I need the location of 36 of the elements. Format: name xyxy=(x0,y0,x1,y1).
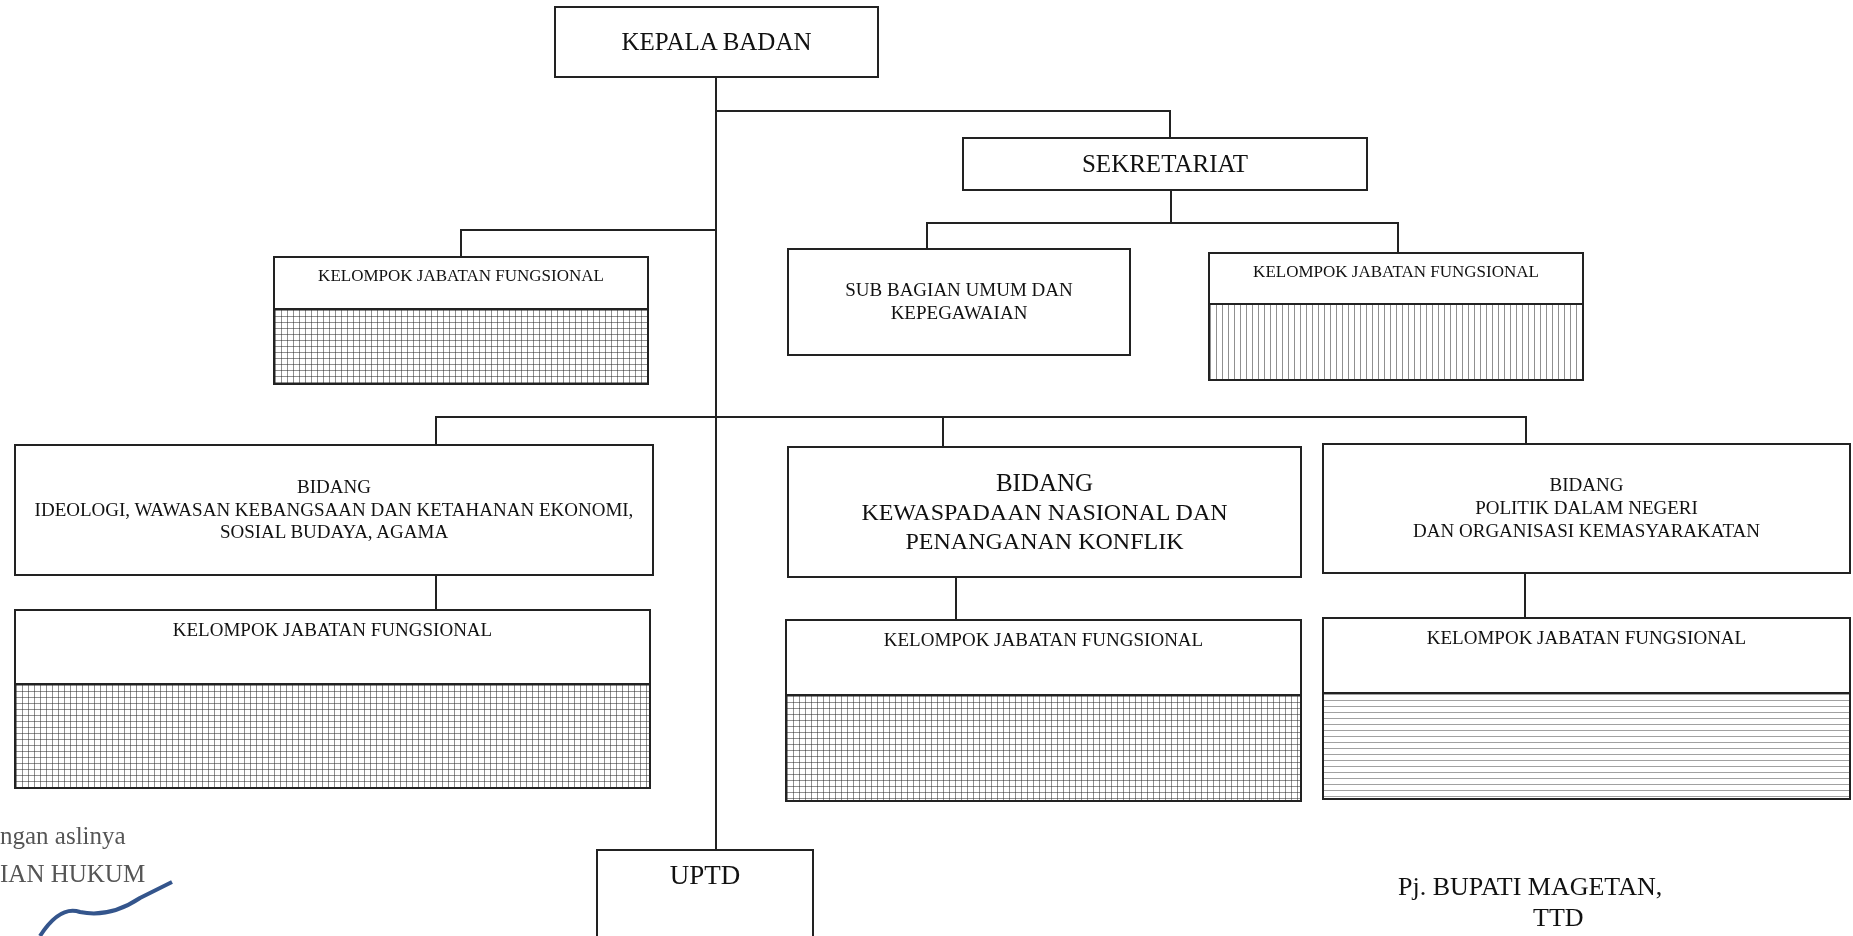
unit-box xyxy=(1322,443,1851,574)
hatched-unit-box xyxy=(1322,617,1851,800)
signature-text: Pj. BUPATI MAGETAN, xyxy=(1398,872,1663,902)
unit-name: BIDANG xyxy=(994,468,1095,499)
unit-name: POLITIK DALAM NEGERI xyxy=(1474,497,1699,520)
unit-name: KELOMPOK JABATAN FUNGSIONAL xyxy=(317,266,605,287)
unit-name: KELOMPOK JABATAN FUNGSIONAL xyxy=(882,629,1205,652)
unit-name: KELOMPOK JABATAN FUNGSIONAL xyxy=(1252,262,1540,283)
unit-name: SEKRETARIAT xyxy=(1080,149,1250,179)
unit-name: BIDANG xyxy=(1548,474,1625,498)
hatched-unit-box xyxy=(14,609,651,789)
unit-box xyxy=(787,248,1131,356)
unit-name: KELOMPOK JABATAN FUNGSIONAL xyxy=(171,619,494,642)
unit-name: KEPALA BADAN xyxy=(620,27,813,57)
unit-name: DAN ORGANISASI KEMASYARAKATAN xyxy=(1412,519,1761,543)
hatched-unit-box xyxy=(273,256,649,385)
hatched-unit-box xyxy=(1208,252,1584,381)
unit-name: UPTD xyxy=(668,859,742,892)
unit-name: IDEOLOGI, WAWASAN KEBANGSAAN DAN KETAHANAN EKONOMI, SOSIAL BUDAYA, AGAMA xyxy=(33,498,635,545)
unit-name: KEWASPADAAN NASIONAL DAN PENANGANAN KONFLIK xyxy=(860,498,1229,556)
unit-name: KELOMPOK JABATAN FUNGSIONAL xyxy=(1425,627,1748,650)
stamp-text: ngan aslinya xyxy=(0,822,126,850)
connector-line xyxy=(1524,573,1526,618)
unit-box xyxy=(14,444,654,576)
unit-name: SUB BAGIAN UMUM DAN KEPEGAWAIAN xyxy=(844,279,1074,325)
hatched-unit-box xyxy=(785,619,1302,802)
signature-text: TTD xyxy=(1533,903,1584,933)
unit-box xyxy=(962,137,1368,191)
stamp-text: IAN HUKUM xyxy=(0,860,146,888)
connector-line xyxy=(955,577,957,620)
connector-line xyxy=(435,575,437,610)
connector-line xyxy=(1170,190,1399,253)
unit-box xyxy=(554,6,879,78)
unit-name: BIDANG xyxy=(296,475,372,499)
unit-box xyxy=(787,446,1302,578)
unit-box xyxy=(596,849,814,936)
